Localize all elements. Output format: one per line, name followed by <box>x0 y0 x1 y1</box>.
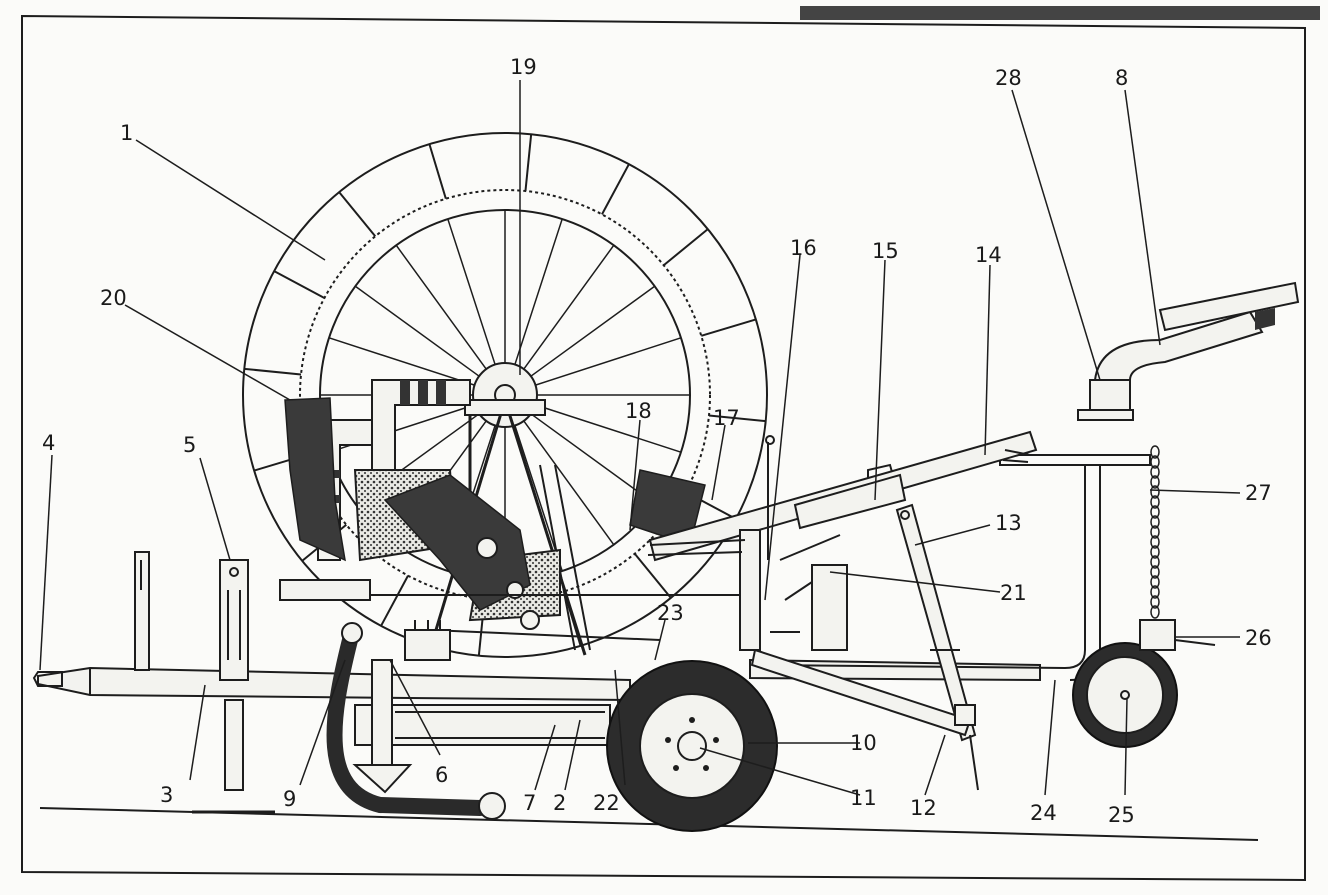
chain-link <box>1150 525 1160 539</box>
gun-cart-riser <box>1077 281 1300 421</box>
hose-coupling-end <box>478 792 506 820</box>
callout-24: 24 <box>1030 801 1057 825</box>
callout-16: 16 <box>790 236 817 260</box>
chain-link <box>1150 515 1160 529</box>
chain-link <box>1150 565 1160 579</box>
drum-sector-line <box>708 414 766 423</box>
callout-12: 12 <box>910 796 937 820</box>
callout-18: 18 <box>625 399 652 423</box>
callout-27: 27 <box>1245 481 1272 505</box>
chain-link <box>1150 575 1160 589</box>
chain-link <box>1150 545 1160 559</box>
drum-spoke <box>354 285 480 377</box>
drum-sector-line <box>244 367 302 376</box>
drum-support-frame <box>428 399 591 656</box>
drum-sector-line <box>663 228 709 267</box>
callout-3: 3 <box>160 783 173 807</box>
chain-link <box>1150 535 1160 549</box>
callout-21: 21 <box>1000 581 1027 605</box>
drum-spoke <box>447 218 496 365</box>
drum-sector-line <box>700 318 757 337</box>
drum-spoke <box>514 218 563 365</box>
chain-link <box>1150 455 1160 469</box>
cart-wheel <box>1072 619 1216 748</box>
hose-winding-left <box>284 397 346 562</box>
callout-7: 7 <box>523 791 536 815</box>
valve-block <box>404 620 451 661</box>
callout-10: 10 <box>850 731 877 755</box>
callout-13: 13 <box>995 511 1022 535</box>
main-wheel <box>606 660 778 832</box>
callout-14: 14 <box>975 243 1002 267</box>
safety-chain <box>1150 445 1160 619</box>
chain-link <box>1150 605 1160 619</box>
chain-link <box>1150 505 1160 519</box>
drum-sector-line <box>633 553 672 599</box>
callout-5: 5 <box>183 433 196 457</box>
drum-spoke <box>395 244 487 370</box>
pressure-gauge-icon <box>476 537 498 559</box>
drum-spoke <box>530 285 656 377</box>
drum-spoke <box>535 337 682 386</box>
drum-spoke <box>523 420 615 546</box>
support-legs <box>134 551 413 814</box>
leader-lines <box>39 80 1241 796</box>
drum-spoke <box>535 404 682 453</box>
drum-sector-line <box>428 143 447 200</box>
chain-link <box>1150 495 1160 509</box>
drive-gearbox <box>353 469 561 630</box>
chain-link <box>1150 595 1160 609</box>
chain-link <box>1150 475 1160 489</box>
drum-spoke <box>328 337 475 386</box>
drum-spoke <box>523 244 615 370</box>
callout-15: 15 <box>872 239 899 263</box>
chain-link <box>1150 585 1160 599</box>
drum-spoke <box>514 425 563 572</box>
callout-20: 20 <box>100 286 127 310</box>
hose-guide-boom <box>648 430 1038 562</box>
callout-2: 2 <box>553 791 566 815</box>
callout-22: 22 <box>593 791 620 815</box>
chain-link <box>1150 465 1160 479</box>
callout-9: 9 <box>283 787 296 811</box>
callout-11: 11 <box>850 786 877 810</box>
drawbar-eye <box>32 671 63 687</box>
callout-25: 25 <box>1108 803 1135 827</box>
drum-sector-line <box>524 134 533 192</box>
callout-1: 1 <box>120 121 133 145</box>
callout-labels: 1 2 3 4 5 6 7 8 9 10 11 12 13 14 15 16 1… <box>42 55 1272 827</box>
callout-28: 28 <box>995 66 1022 90</box>
drum-sector-line <box>338 191 377 237</box>
callout-26: 26 <box>1245 626 1272 650</box>
callout-19: 19 <box>510 55 537 79</box>
drum-sector-line <box>601 163 630 215</box>
callout-17: 17 <box>713 406 740 430</box>
callout-8: 8 <box>1115 66 1128 90</box>
chain-link <box>1150 445 1160 459</box>
flexible-supply-hose <box>326 632 488 816</box>
chain-link <box>1150 485 1160 499</box>
hydraulic-cylinder <box>647 435 848 651</box>
chain-link <box>1150 555 1160 569</box>
drum-sector-line <box>273 270 325 299</box>
callout-6: 6 <box>435 763 448 787</box>
boom-struts <box>750 503 979 791</box>
callout-4: 4 <box>42 431 55 455</box>
callout-23: 23 <box>657 601 684 625</box>
drum-sector-line <box>380 575 409 627</box>
